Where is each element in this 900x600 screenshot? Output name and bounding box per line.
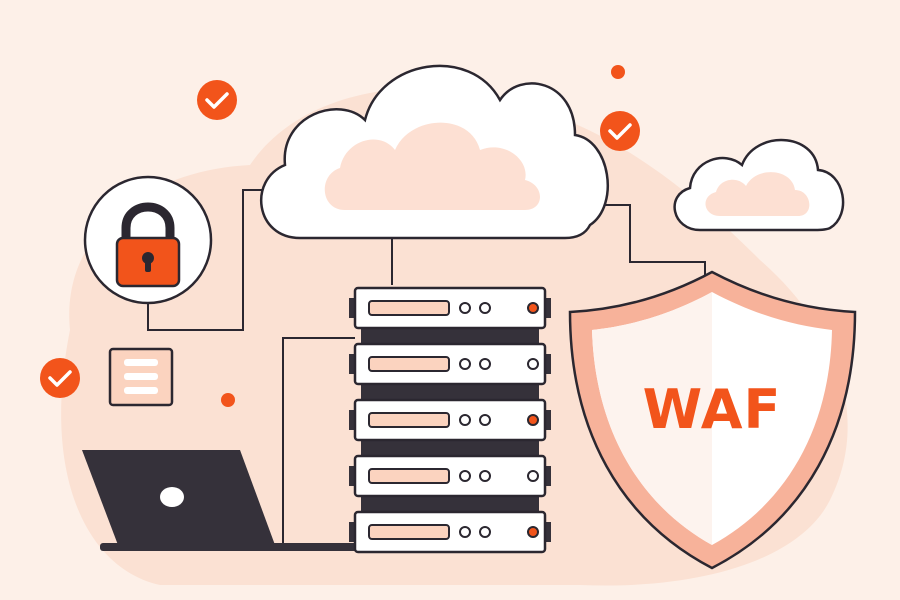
server-light [527, 470, 539, 482]
server-light [479, 414, 491, 426]
server-light [459, 526, 471, 538]
checkmark-icon [40, 358, 80, 398]
server-light [527, 414, 539, 426]
padlock-icon [115, 202, 181, 288]
server-light [479, 526, 491, 538]
server-light [459, 358, 471, 370]
server-rack [349, 286, 551, 554]
laptop [82, 450, 370, 551]
network-lines [147, 189, 706, 545]
padlock-badge [83, 175, 213, 305]
server-light [459, 302, 471, 314]
cloud-large [259, 64, 609, 240]
shield-label: WAF [643, 378, 782, 441]
decor-dot [611, 65, 625, 79]
server-unit [349, 510, 551, 554]
checkmark-icon [197, 80, 237, 120]
laptop-logo [160, 487, 184, 507]
server-unit [349, 342, 551, 400]
checkmark-icon [600, 111, 640, 151]
cloud-small [673, 138, 845, 232]
server-light [479, 358, 491, 370]
server-unit [349, 454, 551, 512]
server-light [459, 414, 471, 426]
server-light [479, 470, 491, 482]
server-light [527, 358, 539, 370]
server-light [527, 302, 539, 314]
document-lines-icon [108, 347, 174, 407]
server-light [479, 302, 491, 314]
server-light [527, 526, 539, 538]
server-unit [349, 398, 551, 456]
server-light [459, 470, 471, 482]
server-unit [349, 286, 551, 344]
waf-shield: WAF [568, 270, 857, 570]
decor-dot [221, 393, 235, 407]
